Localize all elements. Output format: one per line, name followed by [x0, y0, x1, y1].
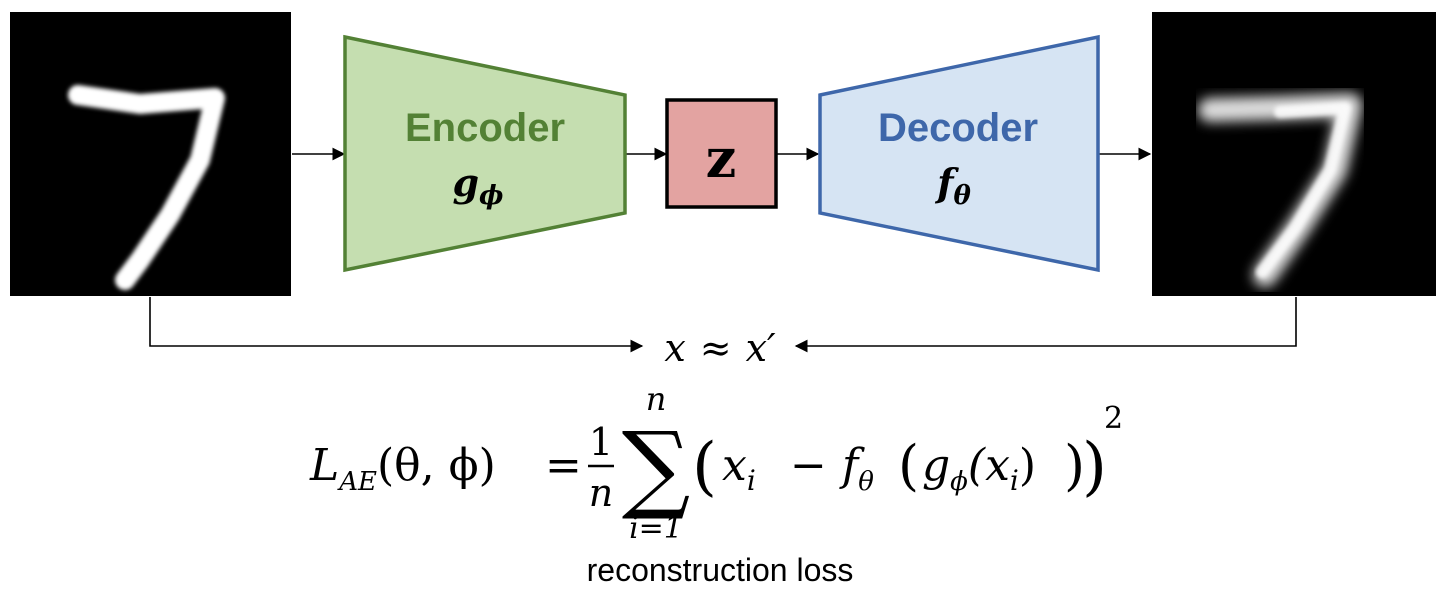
formula-sum-bottom: i=1 — [629, 511, 683, 546]
decoder-label: Decoder — [878, 106, 1038, 150]
decoder-subscript: θ — [954, 181, 972, 211]
formula-fraction-denominator: n — [589, 471, 613, 515]
latent-z-label: z — [706, 126, 737, 190]
formula-inner: (x — [968, 440, 1010, 491]
formula-sum-sign: ∑ — [622, 411, 691, 523]
svg-text:gϕ(xi): gϕ(xi) — [922, 440, 1036, 497]
formula-equals: = — [545, 440, 582, 491]
formula-lhs-args: (θ, ϕ) — [377, 440, 496, 491]
formula-inner-subscript: i — [1010, 464, 1019, 497]
approximation: x ≈ x′ — [664, 326, 776, 370]
formula-fraction-numerator: 1 — [589, 420, 613, 464]
svg-text:xi: xi — [722, 440, 756, 497]
encoder-symbol: g — [452, 160, 479, 205]
formula-lhs-subscript: AE — [337, 467, 377, 497]
formula-lhs-symbol: L — [309, 440, 339, 491]
formula-g-subscript: ϕ — [950, 467, 968, 497]
svg-text:LAE(θ, ϕ): LAE(θ, ϕ) — [309, 440, 496, 497]
loss-formula: LAE(θ, ϕ) = 1 n n ∑ i=1 ( xi − fθ ( gϕ(x… — [309, 380, 1123, 546]
formula-x-i: x — [722, 440, 747, 491]
reconstruction-loss-caption: reconstruction loss — [587, 552, 854, 588]
arrow-output-to-comparison — [794, 297, 1297, 353]
decoder-function: fθ — [934, 160, 971, 211]
encoder-label: Encoder — [405, 106, 565, 150]
formula-g: g — [922, 440, 950, 491]
encoder-block — [343, 34, 627, 273]
formula-mid-close-paren: ) — [1064, 434, 1085, 497]
approx-right: x′ — [746, 326, 776, 370]
approx-operator: ≈ — [700, 326, 732, 370]
encoder-subscript: ϕ — [479, 181, 503, 211]
latent-z-box — [665, 98, 778, 209]
formula-inner-close: ) — [1019, 440, 1036, 491]
svg-text:fθ: fθ — [839, 440, 874, 497]
formula-x-i-subscript: i — [747, 464, 756, 497]
formula-minus: − — [790, 440, 827, 491]
formula-sum-top: n — [646, 380, 667, 418]
encoder-function: gϕ — [452, 160, 503, 211]
formula-outer-open-paren: ( — [692, 430, 717, 504]
output-digit-image — [1152, 12, 1436, 296]
decoder-block — [818, 34, 1100, 273]
approx-left: x — [664, 326, 685, 370]
formula-outer-close-paren: ) — [1082, 430, 1107, 504]
formula-power: 2 — [1104, 401, 1123, 436]
input-digit-image — [10, 12, 291, 296]
formula-mid-open-paren: ( — [898, 434, 919, 497]
formula-f-subscript: θ — [858, 467, 874, 497]
arrow-input-to-comparison — [149, 297, 644, 353]
